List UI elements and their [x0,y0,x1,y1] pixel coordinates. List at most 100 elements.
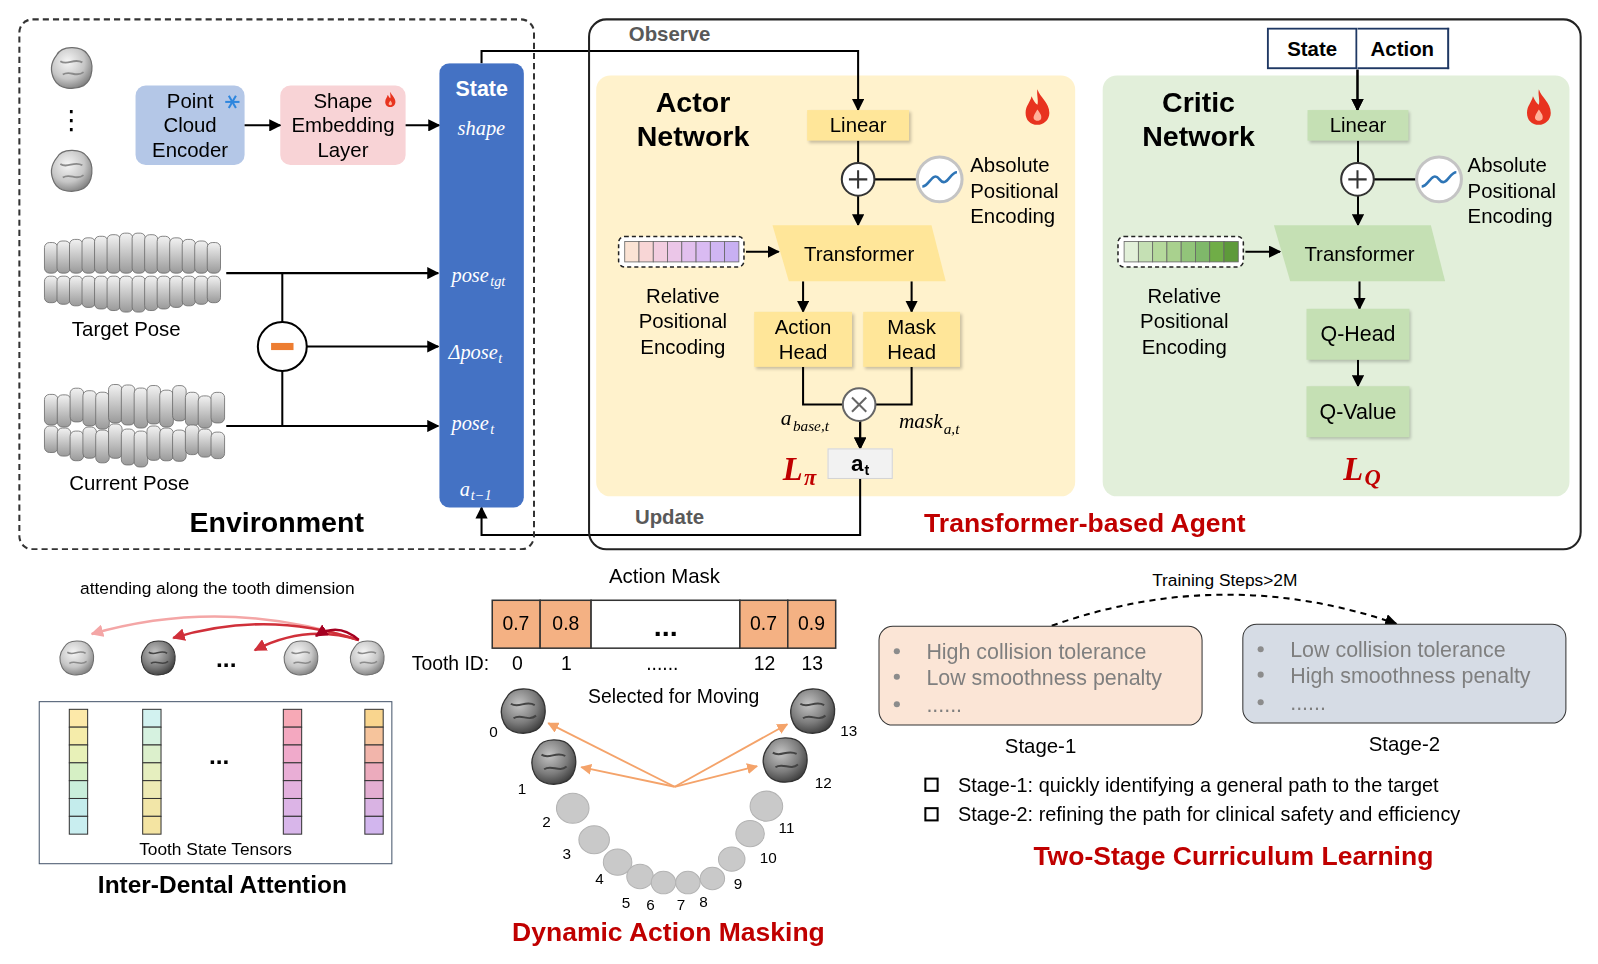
text-holder: Linear [1308,110,1409,141]
bullet-dot [894,648,900,654]
subscript-text: t [498,350,502,367]
arch-tooth [736,821,765,847]
checkbox [925,808,937,820]
label: Relative Positional Encoding [1121,283,1248,359]
mask-cell [740,600,788,648]
jaw-tooth [211,432,225,458]
region-title: Transformer-based Agent [590,507,1580,539]
action-output-box: at [828,448,893,479]
label: 9 [734,874,743,892]
sine-icon [917,157,962,202]
text-holder: Stage-1: quickly identifying a general p… [958,773,1439,797]
tooth-icon [60,641,94,675]
stage-item: Low collision tolerance [1290,636,1505,662]
sine-wave [1422,172,1457,186]
text-holder: Stage-1 [880,734,1202,758]
label: 6 [646,896,655,914]
input-cell: Action [1357,28,1449,70]
state-field: pose [451,411,488,435]
wire [226,425,438,427]
tensor-cell [69,727,87,745]
text-holder: Environment [20,506,533,540]
linear-box: Linear [1308,110,1409,141]
text-holder: Δpose [448,339,497,363]
encoding-cell [682,242,696,262]
connector [1052,595,1396,626]
tensor-cell [365,781,383,799]
tensor-cell [143,798,161,816]
arch-tooth [700,867,724,890]
arch-tooth [676,871,700,894]
label: Tooth ID: [412,652,490,675]
label: 0 [489,723,498,741]
text-holder: shape [458,115,506,139]
state-field: State [456,75,508,101]
text-holder: ... [216,644,236,673]
box-label: Q-Value [1314,399,1403,425]
linear-box: Linear [807,110,909,141]
text-holder: 6 [646,896,655,914]
text-holder: 7 [677,896,686,914]
connector [911,281,913,312]
text-holder: 8 [699,893,708,911]
text-holder: a [781,405,792,431]
text-holder: 4 [595,869,604,887]
text-holder: pose [451,411,488,435]
stage-box: Low collision toleranceHigh smoothness p… [1242,624,1566,724]
text-holder: 2 [542,812,551,830]
node-fill [280,86,405,165]
text-holder: 0 [489,723,498,741]
tensor-cell [143,763,161,781]
stage-item: High smoothness penalty [1290,662,1530,688]
tensor-cell [283,798,301,816]
text-holder: 13 [840,722,857,740]
attention-arrow [316,630,359,640]
jaw-tooth [160,428,174,461]
sine-icon [1417,157,1462,202]
label: 12 [754,652,776,675]
text-holder: 1 [518,780,527,798]
jaw-tooth [157,276,170,309]
box-label: Linear [814,113,902,137]
encoding-cell [1138,242,1152,262]
jaw-tooth [121,429,135,465]
tooth-icon [52,48,92,89]
encoding-cell [625,242,639,262]
text-holder: 0.8 [552,612,579,635]
label: L [783,449,803,488]
label: 0.9 [798,612,825,635]
text-holder: Low smoothness penalty [926,664,1162,690]
text-holder: pose [451,263,488,287]
text-holder: Actor Network [617,86,770,153]
encoding-cell [653,242,667,262]
tensor-cell [69,781,87,799]
jaw-tooth [170,276,183,307]
plus-sign [1348,170,1366,188]
text-holder: Relative Positional Encoding [619,283,746,359]
selection-arrow [675,724,788,787]
label: attending along the tooth dimension [80,579,355,600]
text-holder: 0.7 [750,612,777,635]
jaw-tooth [109,424,123,458]
stage-item: High collision tolerance [926,638,1146,664]
encoding-cell [1181,242,1195,262]
jaw-tooth [195,276,208,304]
connector [1356,69,1358,110]
box-label: Action Head [761,315,845,364]
text-holder: Action Head [754,312,852,367]
text-holder: t−1 [471,488,492,505]
state-bar: StateshapeposetgtΔposetposetat−1 [439,63,524,507]
label: 0.7 [502,612,529,635]
jaw-tooth [170,238,183,273]
selected-tooth [763,738,807,782]
jaw-tooth [145,235,158,273]
jaw-tooth [147,426,161,460]
text-holder: 12 [754,652,776,675]
symbol-text: a [851,450,863,477]
text-holder: π [804,465,816,492]
tensor-cell [365,763,383,781]
add-operator [1341,163,1374,196]
q-box: Q-Head [1307,309,1410,360]
mask-cell [591,600,740,648]
